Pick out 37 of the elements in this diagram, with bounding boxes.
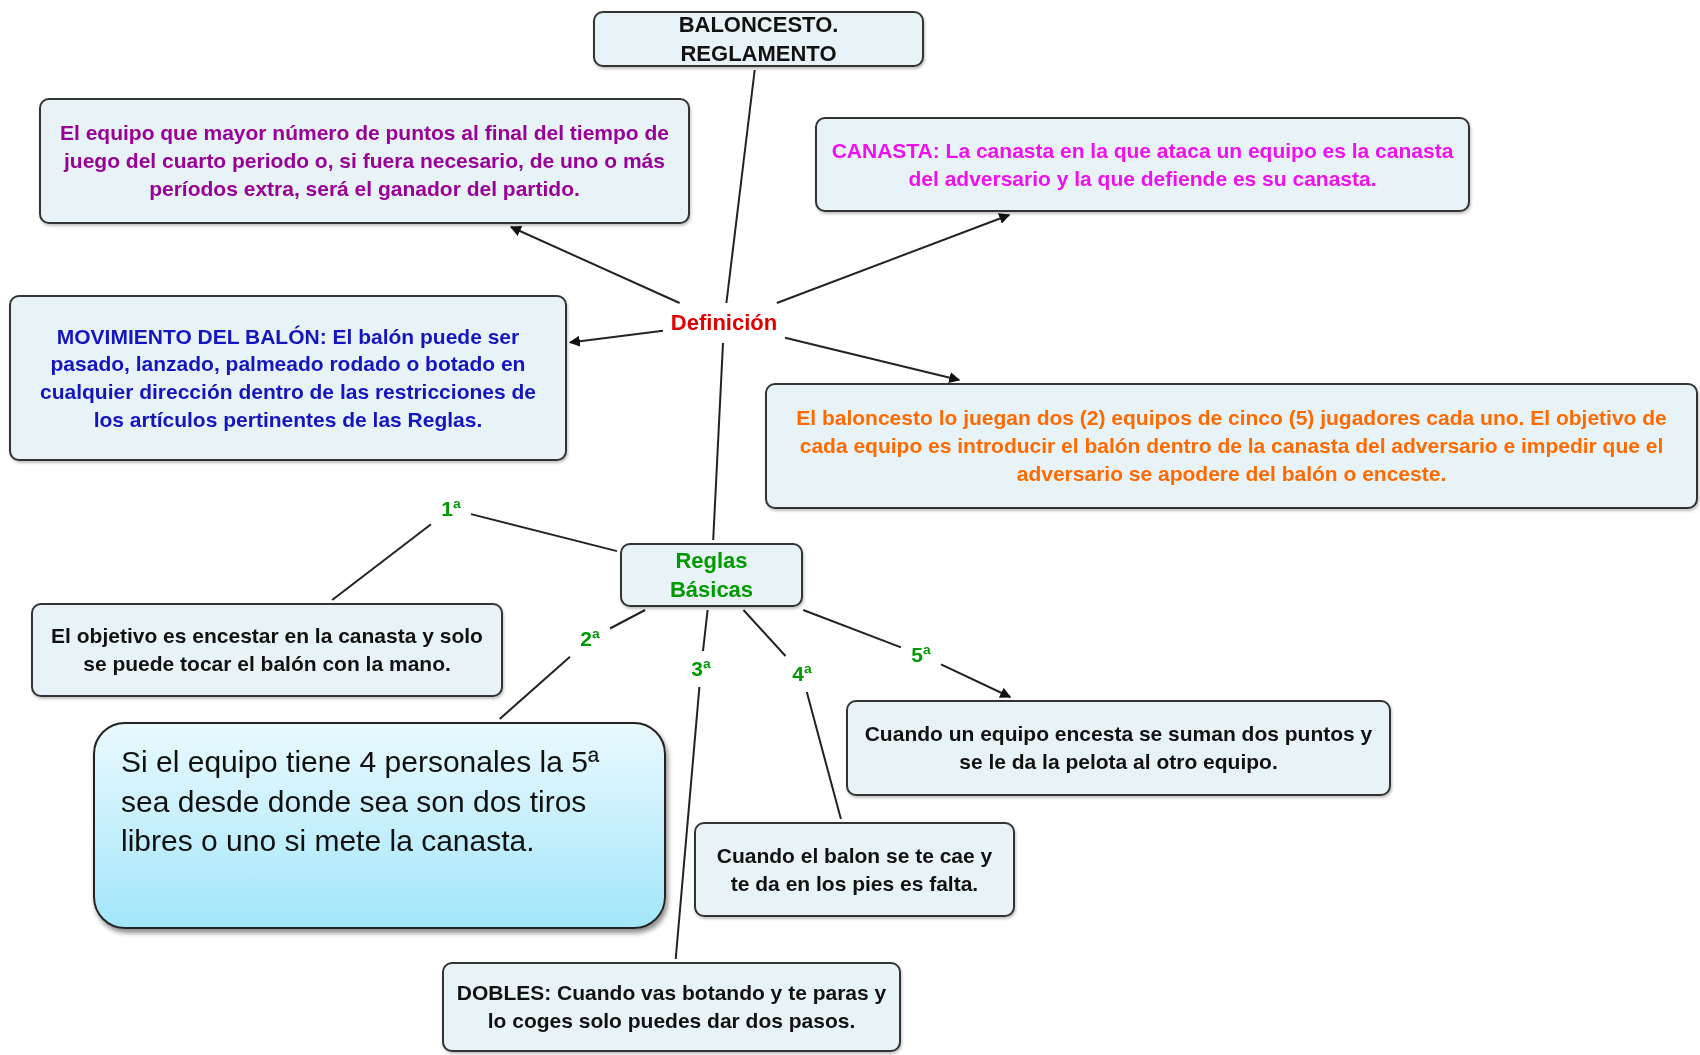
connector-line [470,513,618,553]
concept-text: Cuando un equipo encesta se suman dos puntos y se le da la pelota al otro equipo. [863,721,1374,775]
concept-text: El objetivo es encestar en la canasta y solo se puede tocar el balón con la mano. [50,623,484,677]
concept-text: Reglas Básicas [668,546,755,604]
concept-text: CANASTA: La canasta en la que ataca un equipo es la canasta del adversario y la que defiende es su canasta. [830,137,1455,192]
arrow [784,336,961,383]
connector-line [712,342,724,541]
connector-line [725,69,756,304]
concept-box [694,822,1015,917]
note-box [93,722,666,929]
arrow [940,663,1012,698]
arrow [510,226,681,304]
concept-text: BALONCESTO. REGLAMENTO [677,10,840,68]
concept-text: El equipo que mayor número de puntos al final del tiempo de juego del cuarto periodo o, si fuera necesario, de uno o más períodos extra, será el ganador del partido. [58,120,671,202]
connector-line [802,609,902,649]
concept-box [815,117,1470,212]
concept-text: Si el equipo tiene 4 personales la 5ª sea desde donde sea son dos tiros libres o uno si mete la canasta. [121,744,601,860]
concept-box [31,603,503,697]
connector-line [742,609,787,657]
connector-line [805,691,842,820]
concept-box [620,543,803,607]
concept-box [442,962,901,1052]
concept-box [765,383,1698,509]
concept-box [846,700,1391,796]
concept-box [593,11,924,67]
concept-text: El baloncesto lo juegan dos (2) equipos de cinco (5) jugadores cada uno. El objetivo de cada equipo es introducir el balón dentro de la canasta del adversario e impedir que el adversario se apodere del balón o enceste. [795,405,1668,487]
connector-line [702,609,709,652]
concept-text: Cuando el balon se te cae y te da en los pies es falta. [715,842,994,897]
connector-line [331,523,432,601]
arrow [775,213,1011,304]
arrow [568,329,664,347]
connector-line [609,609,647,630]
concept-box [9,295,567,461]
concept-text: MOVIMIENTO DEL BALÓN: El balón puede ser pasado, lanzado, palmeado rodado o botado en cualquier dirección dentro de las restricciones de los artículos pertinentes de las Reglas. [39,323,537,433]
concept-text: DOBLES: Cuando vas botando y te paras y lo coges solo puedes dar dos pasos. [456,980,887,1034]
connector-line [674,686,701,960]
concept-box [39,98,690,224]
